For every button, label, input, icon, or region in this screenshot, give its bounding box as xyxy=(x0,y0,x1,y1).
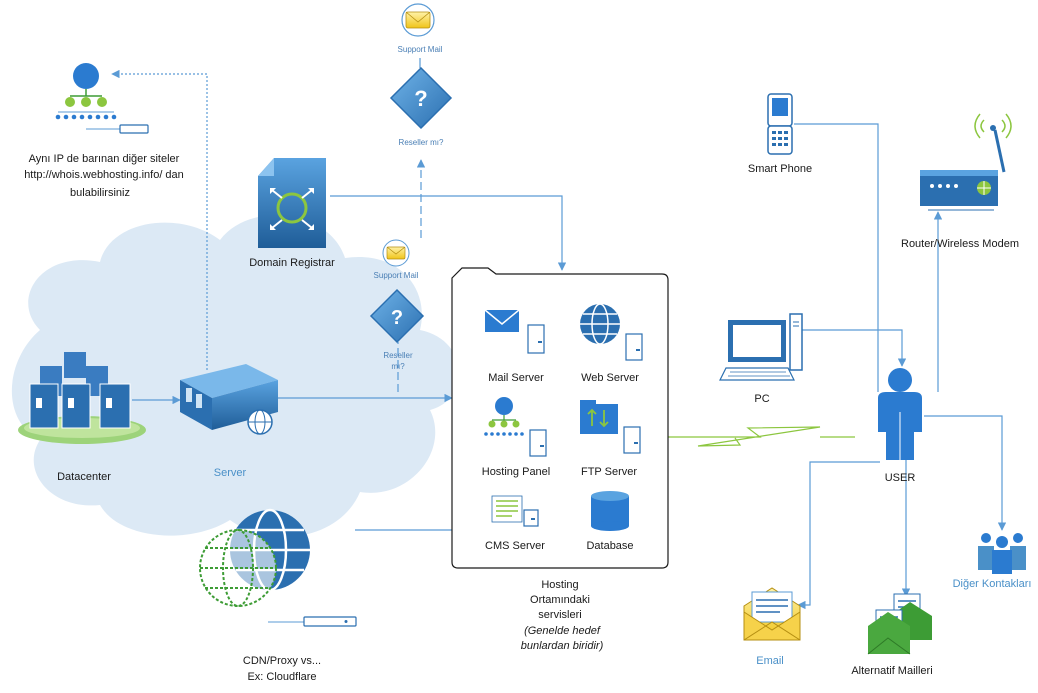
stacked-mail-icon xyxy=(867,593,932,655)
hosting-environment: Mail Server Web Server xyxy=(451,267,669,652)
server-rack-icon xyxy=(180,364,278,435)
registrar-box-icon xyxy=(258,158,326,248)
svg-text:?: ? xyxy=(414,86,427,111)
mail-server-service: Mail Server xyxy=(484,309,545,384)
datacenter-icon xyxy=(18,352,146,444)
user-to-email-line xyxy=(797,461,880,610)
same-ip-label-2: http://whois.webhosting.info/ dan xyxy=(24,169,184,181)
globe-icon xyxy=(580,303,620,345)
mini-server-icon xyxy=(527,324,545,354)
support-mail-top-node: Support Mail xyxy=(398,3,443,68)
open-envelope-icon xyxy=(743,587,801,641)
reseller-top-node: ? Reseller mı? xyxy=(389,66,453,147)
mini-server-icon xyxy=(625,333,643,361)
ftp-server-label: FTP Server xyxy=(581,466,637,478)
other-contacts-node: Diğer Kontakları xyxy=(953,533,1032,590)
pc-to-user-line xyxy=(800,329,907,367)
dotted-globe-icon xyxy=(199,529,277,607)
datacenter-node: Datacenter xyxy=(18,352,146,483)
database-service: Database xyxy=(586,491,634,552)
reseller-top-label: Reseller mı? xyxy=(399,138,444,147)
cdn-node: CDN/Proxy vs... Ex: Cloudflare xyxy=(199,508,357,683)
same-ip-label-1: Aynı IP de barınan diğer siteler xyxy=(29,153,180,165)
hosting-box xyxy=(451,267,669,569)
hierarchy-icon xyxy=(55,63,117,120)
user-to-contacts-line xyxy=(924,415,1007,531)
document-list-icon xyxy=(491,495,523,523)
hosting-panel-label: Hosting Panel xyxy=(482,466,551,478)
hosting-caption-1: Hosting xyxy=(541,579,578,591)
desktop-computer-icon xyxy=(719,313,803,381)
other-contacts-label: Diğer Kontakları xyxy=(953,578,1032,590)
mail-envelope-icon xyxy=(484,309,520,332)
cms-server-service: CMS Server xyxy=(485,495,545,552)
email-label: Email xyxy=(756,655,784,667)
alt-mail-node: Alternatif Mailleri xyxy=(851,593,933,677)
user-node: USER xyxy=(878,368,922,484)
registrar-to-hosting-line xyxy=(330,195,567,271)
datacenter-label: Datacenter xyxy=(57,471,111,483)
domain-registrar-node: Domain Registrar xyxy=(249,158,335,269)
pc-label: PC xyxy=(754,393,769,405)
server-node: Server xyxy=(180,364,278,479)
pc-node: PC xyxy=(719,313,803,405)
reseller-mid-node: ? Reseller mı? xyxy=(369,288,425,371)
smart-phone-node: Smart Phone xyxy=(748,93,812,175)
question-diamond-icon: ? xyxy=(389,66,453,130)
people-group-icon xyxy=(978,533,1026,574)
cdn-label-2: Ex: Cloudflare xyxy=(247,671,316,683)
alt-mail-label: Alternatif Mailleri xyxy=(851,665,932,677)
smartphone-icon xyxy=(767,93,793,155)
user-person-icon xyxy=(878,368,922,460)
server-bar-icon xyxy=(268,616,357,627)
smart-phone-label: Smart Phone xyxy=(748,163,812,175)
server-label: Server xyxy=(214,467,247,479)
web-server-service: Web Server xyxy=(580,303,643,384)
domain-registrar-label: Domain Registrar xyxy=(249,257,335,269)
server-to-sameip-line xyxy=(111,69,208,370)
support-mail-mid-label: Support Mail xyxy=(374,271,419,280)
question-diamond-icon: ? xyxy=(369,288,425,344)
ftp-folder-icon xyxy=(580,400,618,434)
reseller-mid-label-2: mı? xyxy=(391,362,405,371)
phone-to-user-line xyxy=(794,123,879,392)
server-bar-icon xyxy=(86,124,149,134)
hosting-panel-service: Hosting Panel xyxy=(482,397,551,478)
database-label: Database xyxy=(586,540,633,552)
mail-circle-icon xyxy=(401,3,435,37)
router-label: Router/Wireless Modem xyxy=(901,238,1019,250)
reseller-mid-label-1: Reseller xyxy=(383,351,413,360)
support-mail-top-label: Support Mail xyxy=(398,45,443,54)
mail-circle-icon xyxy=(382,239,410,267)
same-ip-label-3: bulabilirsiniz xyxy=(70,187,130,199)
email-node: Email xyxy=(743,587,801,667)
router-node: Router/Wireless Modem xyxy=(901,113,1019,250)
cdn-label-1: CDN/Proxy vs... xyxy=(243,655,321,667)
web-server-label: Web Server xyxy=(581,372,639,384)
svg-text:?: ? xyxy=(391,307,403,329)
hosting-note-2: bunlardan biridir) xyxy=(521,640,604,652)
mini-server-icon xyxy=(523,509,539,527)
support-mail-mid-node: Support Mail xyxy=(374,239,419,280)
database-cylinder-icon xyxy=(591,491,629,531)
router-icon xyxy=(920,113,1012,211)
hosting-note-1: (Genelde hedef xyxy=(524,625,601,637)
same-ip-node: Aynı IP de barınan diğer siteler http://… xyxy=(24,63,184,199)
wireless-link xyxy=(668,426,821,447)
mail-server-label: Mail Server xyxy=(488,372,544,384)
cms-server-label: CMS Server xyxy=(485,540,545,552)
mini-server-icon xyxy=(623,426,641,454)
hosting-caption-3: servisleri xyxy=(538,609,581,621)
ftp-server-service: FTP Server xyxy=(580,400,641,478)
user-label: USER xyxy=(885,472,916,484)
mini-server-icon xyxy=(529,429,547,457)
hierarchy-icon xyxy=(484,397,524,436)
hosting-caption-2: Ortamındaki xyxy=(530,594,590,606)
